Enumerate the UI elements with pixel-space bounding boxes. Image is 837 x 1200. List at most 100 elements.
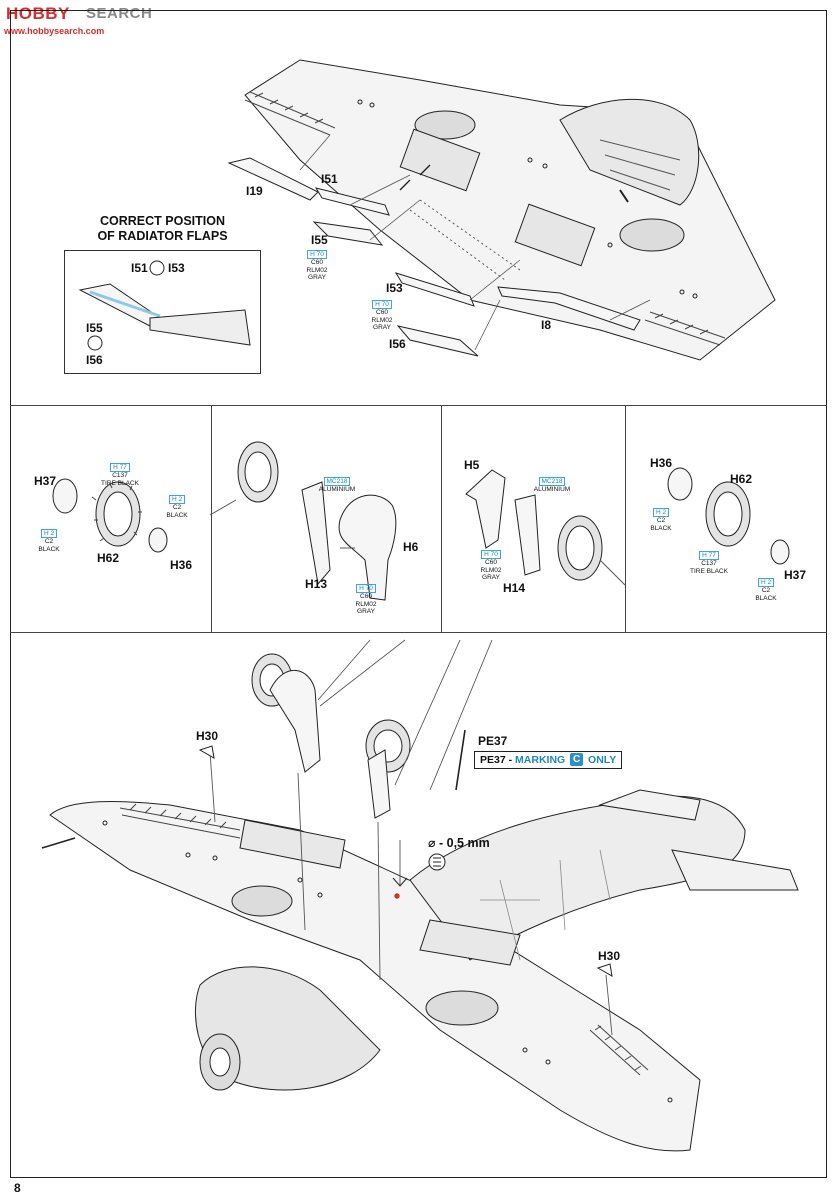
paint-code-box: H 77 xyxy=(699,551,719,560)
paint-code-name: TIRE BLACK xyxy=(690,567,728,575)
landing-gear-right-drawing xyxy=(366,720,410,818)
paint-code-box: MC218 xyxy=(323,477,351,486)
landing-gear-left-drawing xyxy=(252,654,320,772)
paint-code-name: BLACK xyxy=(38,545,60,553)
marking-prefix: PE37 - xyxy=(480,754,513,766)
divider-panel-2 xyxy=(441,405,442,632)
watermark-url: www.hobbysearch.com xyxy=(4,26,105,36)
part-h30-right-drawing xyxy=(598,964,612,976)
paint-code-c: C60 xyxy=(485,559,497,566)
label-h6: H6 xyxy=(403,540,419,554)
paint-code-box: H 77 xyxy=(110,463,130,472)
watermark-brand: HOBBY xyxy=(6,4,70,23)
part-pe37-drawing xyxy=(456,730,465,790)
paint-code-top-a: H 70 C60 RLM02 GRAY xyxy=(298,250,336,282)
paint-code-box: H 2 xyxy=(40,529,58,538)
part-h30-left-drawing xyxy=(200,746,214,758)
label-i19: I19 xyxy=(246,184,263,198)
paint-code-black-panel4-b: H 2 C2 BLACK xyxy=(747,578,785,602)
paint-code-gray-panel2: H 70 C60 RLM02 GRAY xyxy=(347,584,385,616)
paint-code-name: RLM02 GRAY xyxy=(355,600,377,616)
paint-code-c: C60 xyxy=(311,259,323,266)
wheel-panel-4-drawing xyxy=(668,468,789,564)
part-i8-drawing xyxy=(498,287,640,330)
inset-label-i53: I53 xyxy=(168,261,185,275)
paint-code-c: C60 xyxy=(360,593,372,600)
label-h37-panel4: H37 xyxy=(784,568,807,582)
marking-note: PE37 - MARKING C ONLY xyxy=(474,751,623,769)
label-i51: I51 xyxy=(321,172,338,186)
marking-badge: C xyxy=(570,753,584,766)
paint-code-box: H 2 xyxy=(652,508,670,517)
label-h5: H5 xyxy=(464,458,480,472)
paint-code-alu-panel3: MC218 ALUMINIUM xyxy=(533,477,571,494)
label-h62-panel1: H62 xyxy=(97,551,120,565)
divider-panel-1 xyxy=(211,405,212,632)
inset-label-i55: I55 xyxy=(86,321,103,335)
label-i53: I53 xyxy=(386,281,403,295)
page-number: 8 xyxy=(14,1181,21,1195)
radiator-flaps-title: CORRECT POSITION OF RADIATOR FLAPS xyxy=(85,214,240,244)
paint-code-box: H 70 xyxy=(372,300,392,309)
paint-code-tire-panel1: H 77 C137 TIRE BLACK xyxy=(101,463,139,487)
part-i55-drawing xyxy=(314,222,382,245)
part-i56-drawing xyxy=(398,326,478,356)
part-i53-drawing xyxy=(396,273,474,306)
paint-code-name: RLM02 GRAY xyxy=(480,566,502,582)
watermark-brand-search: SEARCH xyxy=(86,5,153,22)
label-h36-panel4: H36 xyxy=(650,456,673,470)
marking-suffix: ONLY xyxy=(588,754,617,766)
paint-code-name: ALUMINIUM xyxy=(318,486,356,493)
paint-code-name: BLACK xyxy=(755,594,777,602)
wheel-panel-1-drawing xyxy=(53,479,167,552)
label-i8: I8 xyxy=(541,318,552,332)
paint-code-top-b: H 70 C60 RLM02 GRAY xyxy=(363,300,401,332)
aircraft-underside-drawing xyxy=(42,790,798,1151)
wing-underside-drawing xyxy=(245,60,775,360)
paint-code-name: BLACK xyxy=(166,511,188,519)
label-i56: I56 xyxy=(389,337,406,351)
divider-middle xyxy=(10,632,827,633)
label-h13: H13 xyxy=(305,577,328,591)
label-pe37: PE37 xyxy=(478,734,508,748)
page-frame xyxy=(10,10,827,1178)
paint-code-box: H 70 xyxy=(307,250,327,259)
label-h62-panel4: H62 xyxy=(730,472,753,486)
inset-label-i51: I51 xyxy=(131,261,148,275)
drill-size-label: ⌀ - 0,5 mm xyxy=(428,836,490,850)
paint-code-c: C137 xyxy=(701,560,717,567)
marking-word: MARKING xyxy=(515,754,566,766)
paint-code-alu-panel2: MC218 ALUMINIUM xyxy=(318,477,356,494)
radiator-title-line2: OF RADIATOR FLAPS xyxy=(97,229,228,243)
paint-code-tire-panel4: H 77 C137 TIRE BLACK xyxy=(690,551,728,575)
paint-code-c: C2 xyxy=(44,538,54,545)
paint-code-name: RLM02 GRAY xyxy=(371,316,393,332)
label-i55: I55 xyxy=(311,233,328,247)
paint-code-box: H 70 xyxy=(356,584,376,593)
paint-code-c: C2 xyxy=(656,517,666,524)
paint-code-gray-panel3: H 70 C60 RLM02 GRAY xyxy=(472,550,510,582)
label-h30-right: H30 xyxy=(598,949,621,963)
paint-code-box: H 70 xyxy=(481,550,501,559)
paint-code-box: H 2 xyxy=(168,495,186,504)
paint-code-name: TIRE BLACK xyxy=(101,479,139,487)
label-h36-panel1: H36 xyxy=(170,558,193,572)
paint-code-box: MC218 xyxy=(538,477,566,486)
paint-code-black-panel1-a: H 2 C2 BLACK xyxy=(158,495,196,519)
paint-code-box: H 2 xyxy=(757,578,775,587)
wheel-panel-3-drawing xyxy=(466,470,625,585)
paint-code-c: C2 xyxy=(172,504,182,511)
radiator-title-line1: CORRECT POSITION xyxy=(99,214,225,228)
label-h37-panel1: H37 xyxy=(34,474,57,488)
watermark-logo: HOBBY SEARCH www.hobbysearch.com xyxy=(0,0,160,40)
paint-code-black-panel1-b: H 2 C2 BLACK xyxy=(30,529,68,553)
paint-code-c: C2 xyxy=(761,587,771,594)
divider-top xyxy=(10,405,827,406)
paint-code-name: RLM02 GRAY xyxy=(306,266,328,282)
label-h30-left: H30 xyxy=(196,729,219,743)
paint-code-c: C60 xyxy=(376,309,388,316)
label-h14: H14 xyxy=(503,581,526,595)
radiator-flap-inset xyxy=(64,250,261,374)
